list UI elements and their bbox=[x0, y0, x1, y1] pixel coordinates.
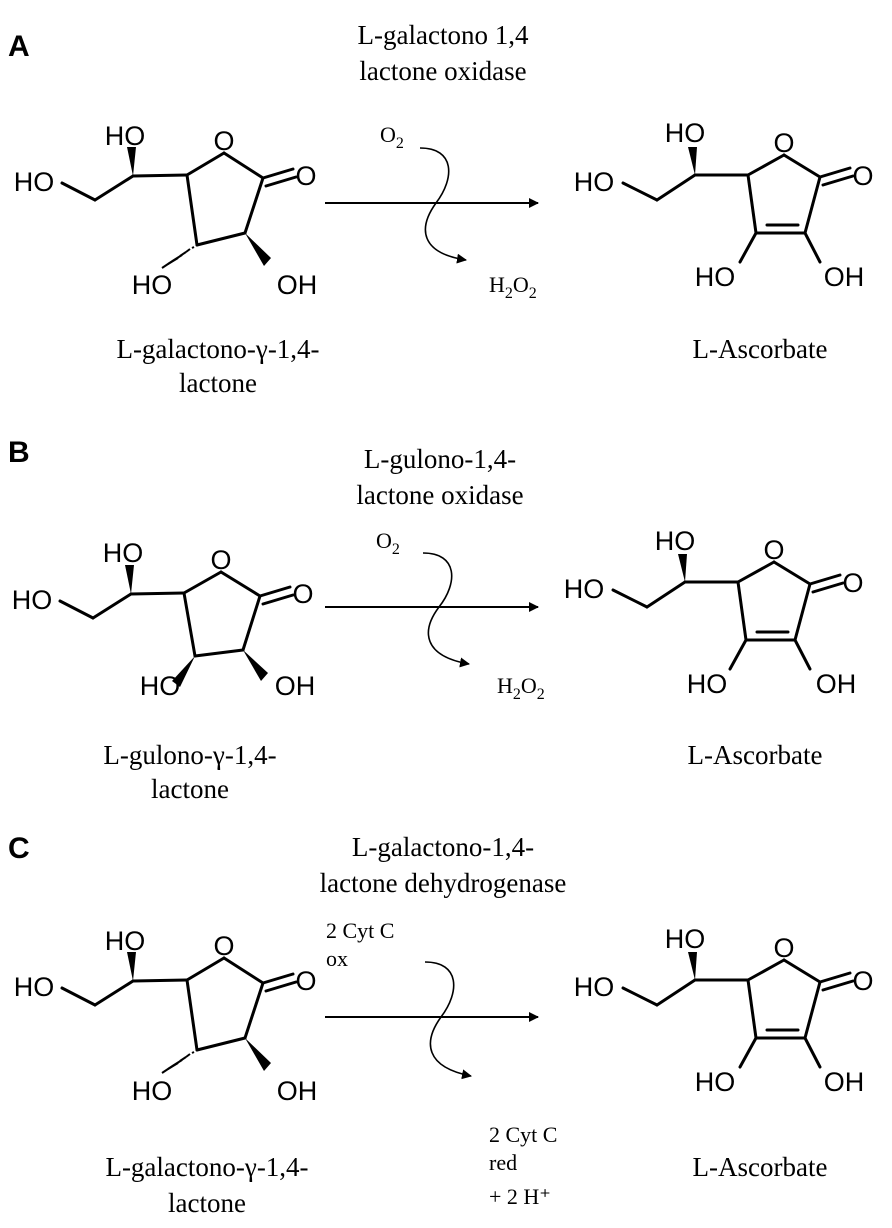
hydroxyl-label: HO bbox=[105, 121, 146, 151]
substrate-name-line2: lactone bbox=[179, 368, 257, 398]
hydroxyl-label: HO bbox=[665, 118, 706, 148]
carbonyl-oxygen-label: O bbox=[842, 568, 863, 598]
substrate-molecule: HO HO O O HO OH bbox=[12, 538, 316, 701]
hydroxyl-label: HO bbox=[105, 926, 146, 956]
ring-oxygen-label: O bbox=[213, 126, 234, 156]
hydroxyl-label: HO bbox=[14, 167, 55, 197]
substrate-name-line1: L-gulono-γ-1,4- bbox=[103, 740, 276, 770]
substrate-name-line1: L-galactono-γ-1,4- bbox=[105, 1152, 308, 1182]
hydroxyl-label: HO bbox=[132, 270, 173, 300]
panel-letter: C bbox=[8, 832, 30, 865]
stereo-wedge bbox=[127, 952, 136, 981]
cofactor-out-line1: 2 Cyt C bbox=[489, 1122, 557, 1147]
hydroxyl-label: HO bbox=[574, 972, 615, 1002]
hydroxyl-label: HO bbox=[140, 671, 181, 701]
hydroxyl-label: OH bbox=[824, 1067, 865, 1097]
cofactor-in-line2: ox bbox=[326, 946, 348, 971]
substrate-molecule: HO HO O O HO OH bbox=[14, 926, 318, 1106]
hydroxyl-label: OH bbox=[816, 669, 857, 699]
stereo-wedge bbox=[245, 1038, 271, 1071]
stereo-wedge bbox=[688, 952, 697, 980]
stereo-wedge bbox=[245, 233, 271, 266]
hydroxyl-label: HO bbox=[12, 585, 53, 615]
ring-oxygen-label: O bbox=[763, 535, 784, 565]
carbonyl-oxygen-label: O bbox=[295, 161, 316, 191]
cofactor-arrow bbox=[419, 147, 467, 264]
stereo-wedge bbox=[125, 565, 134, 594]
cofactor-out-line2: red bbox=[489, 1150, 517, 1175]
hydroxyl-label: HO bbox=[695, 1067, 736, 1097]
substrate-molecule: HO HO O O HO OH bbox=[14, 121, 318, 300]
product-molecule: HO HO O O HO OH bbox=[574, 118, 874, 292]
carbonyl-oxygen-label: O bbox=[852, 161, 873, 191]
product-name: L-Ascorbate bbox=[693, 1152, 828, 1182]
cofactor-in: O2 bbox=[376, 528, 400, 558]
cofactor-arrow bbox=[424, 961, 472, 1080]
product-name: L-Ascorbate bbox=[688, 740, 823, 770]
ring-oxygen-label: O bbox=[210, 545, 231, 575]
hydroxyl-label: OH bbox=[277, 1076, 318, 1106]
carbonyl-oxygen-label: O bbox=[295, 966, 316, 996]
substrate-name-line2: lactone bbox=[168, 1188, 246, 1218]
enzyme-name-line2: lactone oxidase bbox=[356, 480, 523, 510]
stereo-hash bbox=[161, 1051, 195, 1074]
panel-c: C L-galactono-1,4- lactone dehydrogenase bbox=[8, 832, 874, 1218]
cofactor-out: H2O2 bbox=[489, 272, 537, 302]
enzyme-name-line1: L-gulono-1,4- bbox=[364, 444, 516, 474]
ring-oxygen-label: O bbox=[773, 128, 794, 158]
ring-oxygen-label: O bbox=[773, 933, 794, 963]
hydroxyl-label: HO bbox=[665, 924, 706, 954]
ring-oxygen-label: O bbox=[213, 931, 234, 961]
stereo-wedge bbox=[243, 650, 268, 681]
hydroxyl-label: HO bbox=[687, 669, 728, 699]
stereo-wedge bbox=[678, 554, 687, 582]
substrate-name-line1: L-galactono-γ-1,4- bbox=[116, 334, 319, 364]
panel-b: B L-gulono-1,4- lactone oxidase HO HO O bbox=[8, 436, 864, 804]
enzyme-name-line2: lactone oxidase bbox=[359, 56, 526, 86]
enzyme-name-line1: L-galactono-1,4- bbox=[352, 832, 534, 862]
stereo-wedge bbox=[688, 147, 697, 175]
carbonyl-oxygen-label: O bbox=[852, 966, 873, 996]
hydroxyl-label: HO bbox=[14, 972, 55, 1002]
hydroxyl-label: HO bbox=[574, 167, 615, 197]
product-molecule: HO HO O O HO OH bbox=[574, 924, 874, 1097]
hydroxyl-label: HO bbox=[564, 574, 605, 604]
cofactor-out: H2O2 bbox=[497, 673, 545, 703]
panel-letter: B bbox=[8, 436, 30, 469]
panel-letter: A bbox=[8, 30, 30, 63]
cofactor-out-line3: + 2 H⁺ bbox=[489, 1184, 551, 1209]
hydroxyl-label: HO bbox=[132, 1076, 173, 1106]
hydroxyl-label: HO bbox=[695, 262, 736, 292]
product-name: L-Ascorbate bbox=[693, 334, 828, 364]
cofactor-arrow bbox=[422, 552, 470, 668]
product-molecule: HO HO O O HO OH bbox=[564, 526, 864, 699]
hydroxyl-label: OH bbox=[824, 262, 865, 292]
enzyme-name-line2: lactone dehydrogenase bbox=[320, 868, 567, 898]
enzyme-name-line1: L-galactono 1,4 bbox=[358, 20, 529, 50]
carbonyl-oxygen-label: O bbox=[292, 579, 313, 609]
stereo-wedge bbox=[172, 656, 195, 687]
hydroxyl-label: OH bbox=[277, 270, 318, 300]
panel-a: A L-galactono 1,4 lactone oxidase bbox=[8, 20, 874, 398]
hydroxyl-label: HO bbox=[655, 526, 696, 556]
substrate-name-line2: lactone bbox=[151, 774, 229, 804]
stereo-wedge bbox=[127, 147, 136, 176]
hydroxyl-label: HO bbox=[103, 538, 144, 568]
stereo-hash bbox=[161, 246, 195, 269]
cofactor-in-line1: 2 Cyt C bbox=[326, 918, 394, 943]
hydroxyl-label: OH bbox=[275, 671, 316, 701]
cofactor-in: O2 bbox=[380, 122, 404, 152]
